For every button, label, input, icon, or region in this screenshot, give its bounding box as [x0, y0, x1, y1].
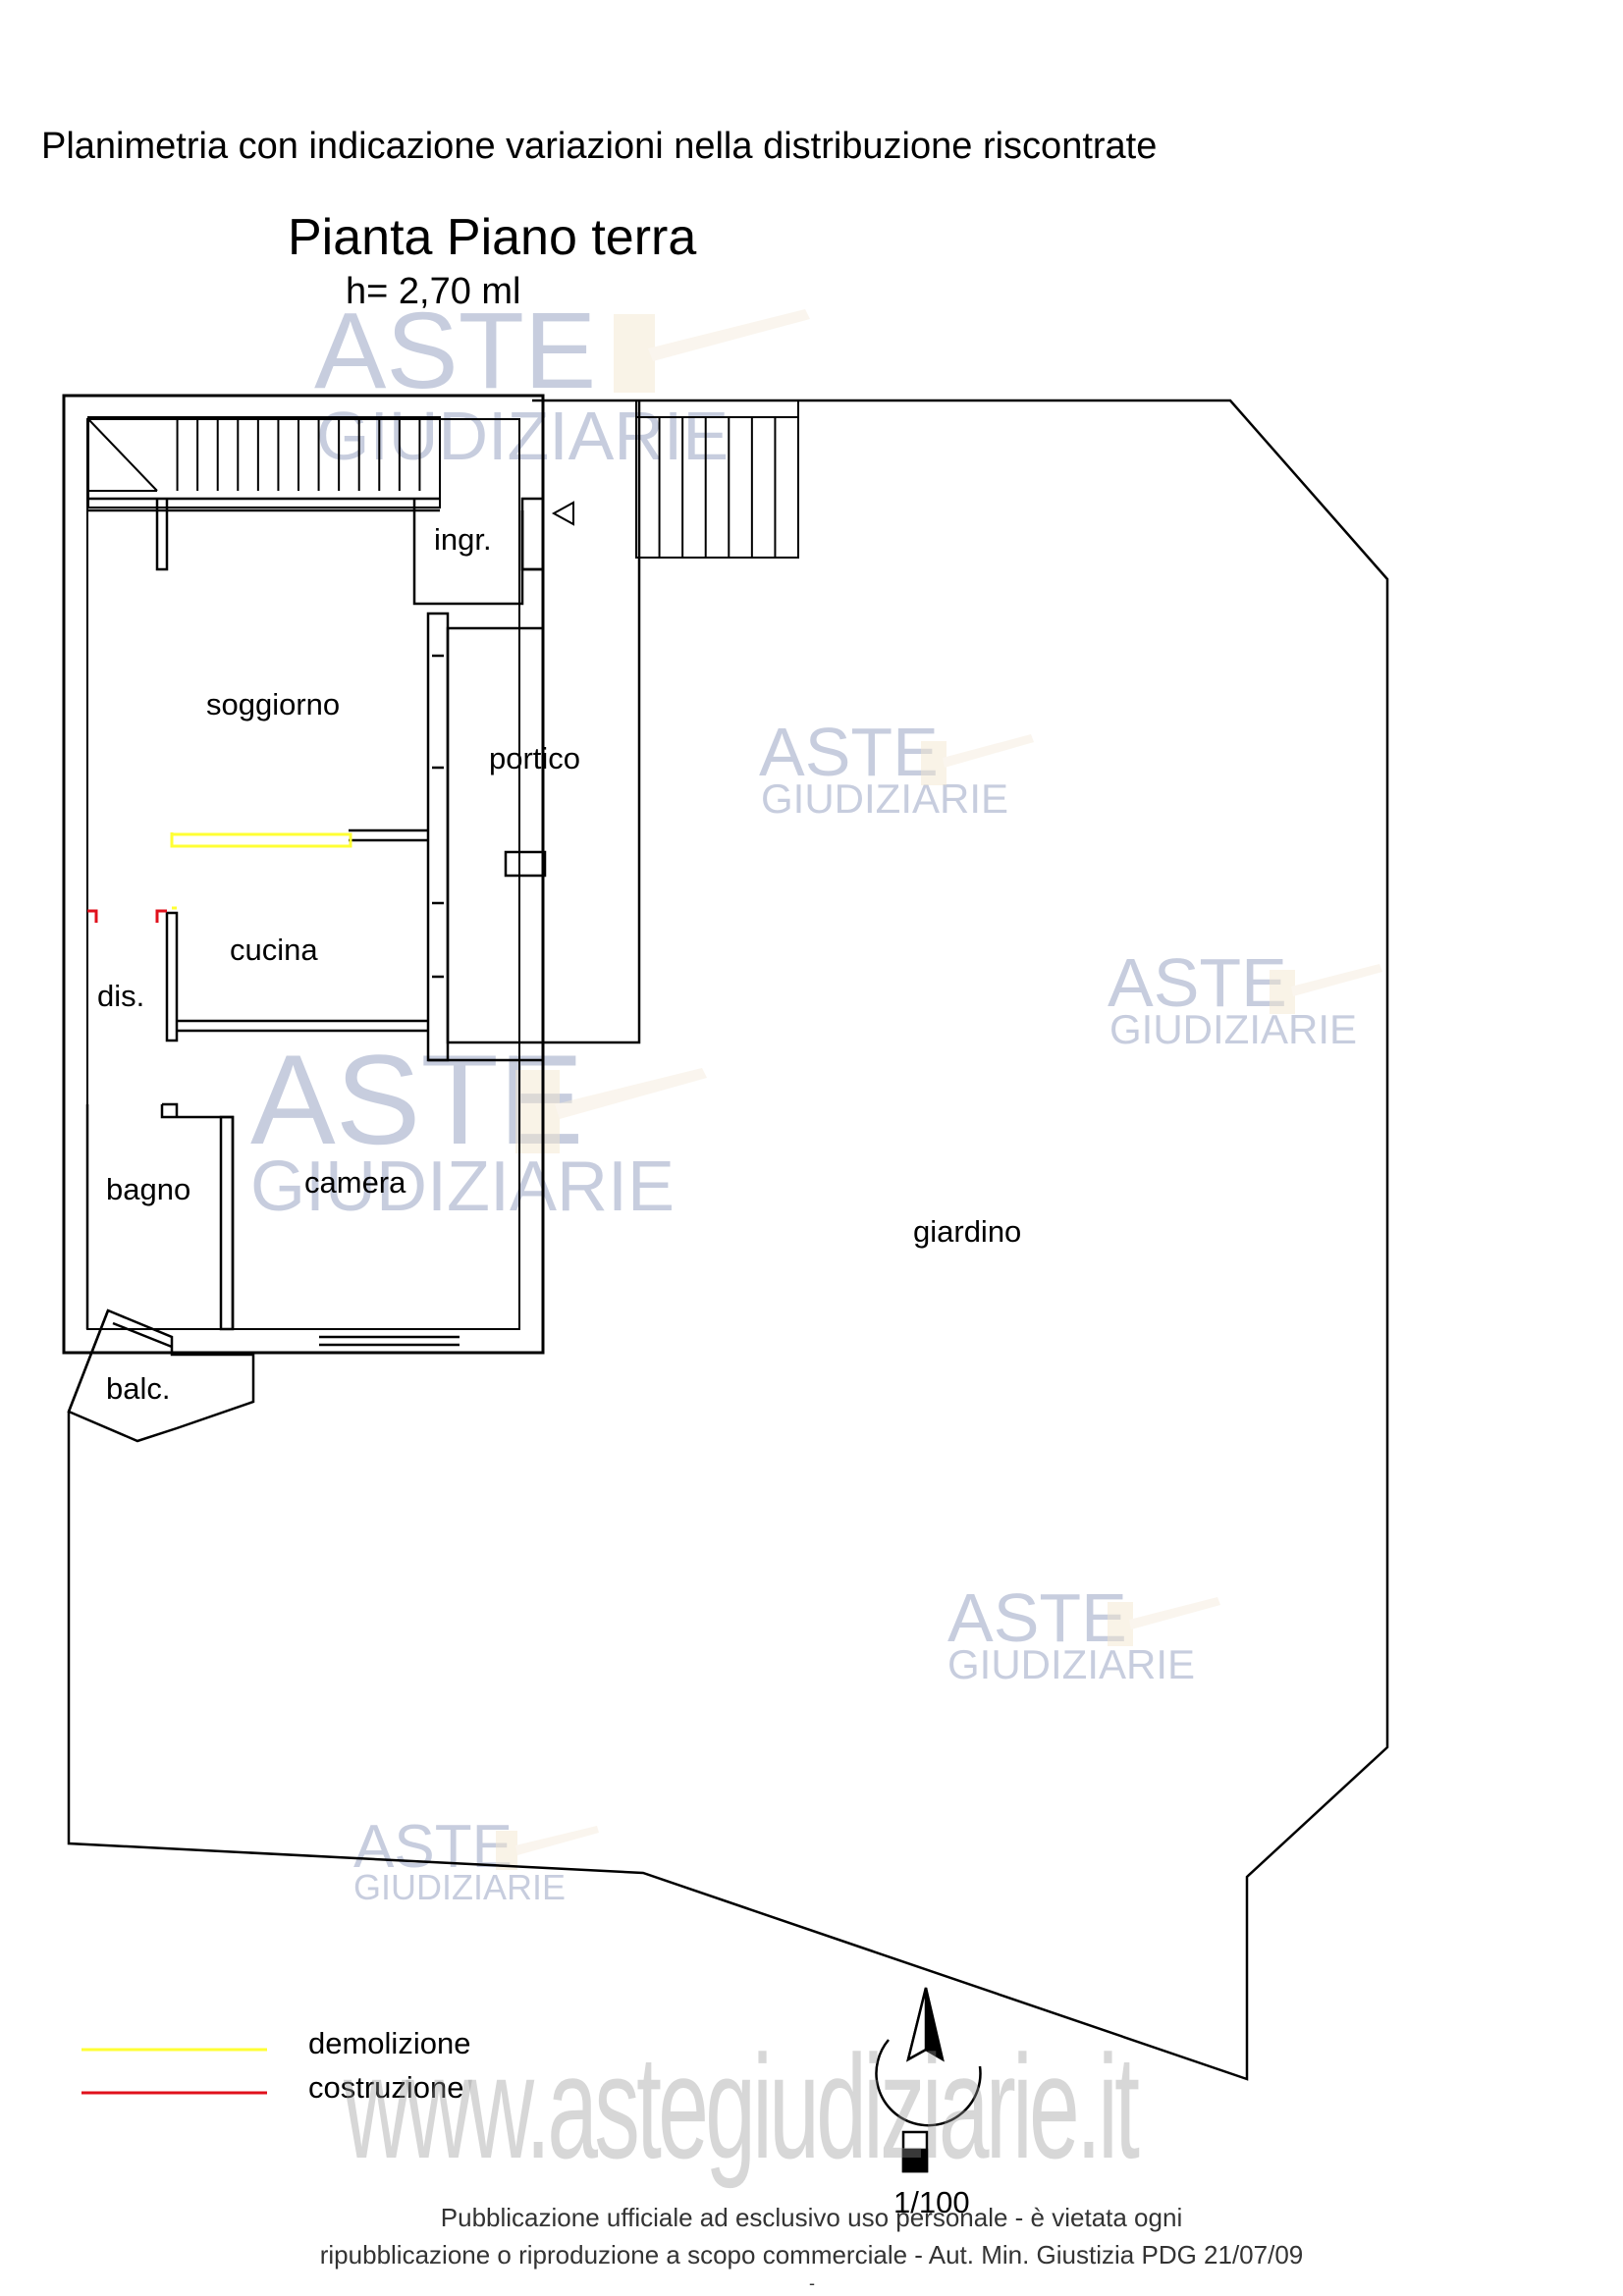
watermark-brand-1: ASTE — [314, 291, 596, 411]
watermark-brand-3: ASTE — [1108, 944, 1287, 1021]
watermark-brand-2: ASTE — [759, 714, 939, 790]
room-label-dis: dis. — [97, 979, 144, 1013]
portico-structure — [446, 400, 641, 1044]
room-labels: ingr. soggiorno portico cucina dis. bagn… — [97, 522, 1021, 1406]
room-label-bagno: bagno — [106, 1172, 190, 1206]
watermark-brand-3b: GIUDIZIARIE — [1109, 1006, 1357, 1052]
garden-boundary — [67, 399, 1389, 2081]
gavel-icon — [1270, 964, 1382, 1014]
watermark-brand-5: ASTE — [947, 1579, 1127, 1656]
gavel-icon — [921, 734, 1034, 785]
gavel-icon — [496, 1826, 599, 1870]
room-label-cucina: cucina — [230, 933, 318, 967]
gavel-icon — [1108, 1597, 1220, 1646]
document-title: Planimetria con indicazione variazioni n… — [41, 126, 1158, 167]
plan-height: h= 2,70 ml — [346, 271, 521, 312]
watermark-url: www.astegiudiziarie.it — [344, 2024, 1140, 2189]
watermark-logo-4: ASTE GIUDIZIARIE — [250, 1028, 707, 1226]
watermark-brand-2b: GIUDIZIARIE — [761, 775, 1008, 822]
legend: demolizione costruzione — [81, 2026, 470, 2105]
watermark-brand-5b: GIUDIZIARIE — [947, 1641, 1195, 1687]
watermark-brand-6b: GIUDIZIARIE — [353, 1867, 566, 1907]
staircase-interior — [87, 416, 441, 508]
demolition-mark — [170, 832, 352, 910]
gavel-icon — [515, 1068, 707, 1153]
room-label-soggiorno: soggiorno — [206, 687, 340, 721]
watermark-brand-4: ASTE — [250, 1028, 584, 1171]
room-label-camera: camera — [304, 1165, 406, 1200]
construction-mark — [87, 909, 167, 923]
watermark-logo-3: ASTE GIUDIZIARIE — [1108, 944, 1382, 1052]
watermark-brand-1b: GIUDIZIARIE — [316, 398, 729, 474]
legend-label-costruzione: costruzione — [308, 2070, 464, 2105]
watermark-logo-1: ASTE GIUDIZIARIE — [314, 291, 810, 474]
house-walls — [62, 394, 545, 1355]
watermark-logo-6: ASTE GIUDIZIARIE — [353, 1813, 599, 1907]
footer-line-2: ripubblicazione o riproduzione a scopo c… — [319, 2240, 1304, 2269]
entry-arrow-icon — [551, 501, 574, 526]
watermark-logo-2: ASTE GIUDIZIARIE — [759, 714, 1034, 822]
north-arrow-icon — [875, 1987, 982, 2173]
watermark-logo-5: ASTE GIUDIZIARIE — [947, 1579, 1220, 1687]
room-label-ingresso: ingr. — [434, 522, 492, 557]
room-label-portico: portico — [489, 741, 580, 775]
watermark-brand-4b: GIUDIZIARIE — [250, 1148, 675, 1226]
plan-title: Pianta Piano terra — [288, 209, 697, 266]
room-label-giardino: giardino — [913, 1214, 1021, 1249]
legend-label-demolizione: demolizione — [308, 2026, 470, 2060]
footer-line-1: Pubblicazione ufficiale ad esclusivo uso… — [440, 2203, 1183, 2232]
footer-line-3: - — [809, 2273, 815, 2293]
balcony — [67, 1308, 255, 1443]
portico-pillar — [504, 850, 547, 878]
room-label-balc: balc. — [106, 1371, 170, 1406]
scale-label: 1/100 — [893, 2185, 970, 2219]
staircase-exterior — [635, 400, 799, 559]
gavel-icon — [614, 309, 810, 393]
watermark-brand-6: ASTE — [353, 1813, 513, 1881]
